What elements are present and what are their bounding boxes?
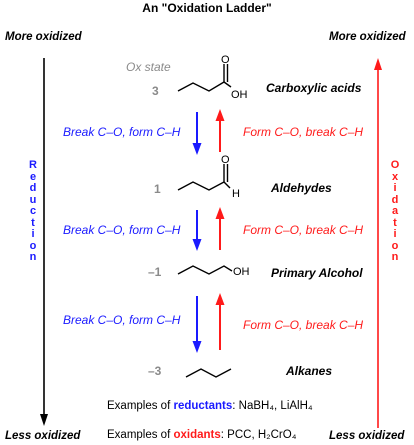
- class-aldehydes: Aldehydes: [271, 181, 332, 195]
- oxidation-step-3: Form C–O, break C–H: [243, 318, 364, 332]
- aldehyde-oxygen-label: O: [221, 154, 230, 166]
- top-right-label: More oxidized: [329, 31, 406, 43]
- carboxyl-oxygen-label: O: [221, 54, 230, 66]
- carboxyl-oh-label: OH: [231, 89, 248, 101]
- oxidation-step-2: Form C–O, break C–H: [243, 223, 364, 237]
- alcohol-structure: [177, 265, 233, 275]
- ox-state-aldehyde: 1: [154, 182, 161, 196]
- class-carboxylic-acids: Carboxylic acids: [266, 81, 362, 95]
- reductants-word: reductants: [173, 400, 233, 412]
- oxidation-step-1: Form C–O, break C–H: [243, 125, 364, 139]
- step-arrows-1: [192, 109, 225, 155]
- top-left-label: More oxidized: [5, 31, 82, 43]
- page-title: An "Oxidation Ladder": [142, 1, 272, 15]
- ox-state-alkane: –3: [148, 364, 162, 378]
- ox-state-header: Ox state: [126, 60, 171, 74]
- reductants-examples: Examples of reductants: NaBH₄, LiAlH₄: [107, 400, 313, 412]
- ox-state-carboxylic: 3: [152, 84, 159, 98]
- carboxylic-acid-structure: [177, 64, 232, 92]
- aldehyde-h-label: H: [232, 188, 240, 200]
- ox-state-alcohol: –1: [148, 265, 162, 279]
- class-alkanes: Alkanes: [286, 364, 333, 378]
- bottom-left-label: Less oxidized: [5, 430, 81, 442]
- reduction-step-1: Break C–O, form C–H: [63, 125, 181, 139]
- alcohol-oh-label: OH: [233, 266, 250, 278]
- step-arrows-2: [192, 207, 225, 251]
- bottom-right-label: Less oxidized: [329, 430, 405, 442]
- class-primary-alcohol: Primary Alcohol: [271, 266, 363, 280]
- step-arrows-3: [192, 293, 225, 353]
- alkane-structure: [185, 368, 232, 378]
- reduction-step-2: Break C–O, form C–H: [63, 223, 181, 237]
- aldehyde-structure: [177, 164, 231, 191]
- reduction-axis-arrowhead: [40, 414, 48, 426]
- reduction-step-3: Break C–O, form C–H: [63, 313, 181, 327]
- oxidants-word: oxidants: [173, 429, 221, 441]
- oxidants-examples: Examples of oxidants: PCC, H₂CrO₄: [107, 429, 297, 441]
- oxidation-axis-arrowhead: [374, 58, 382, 70]
